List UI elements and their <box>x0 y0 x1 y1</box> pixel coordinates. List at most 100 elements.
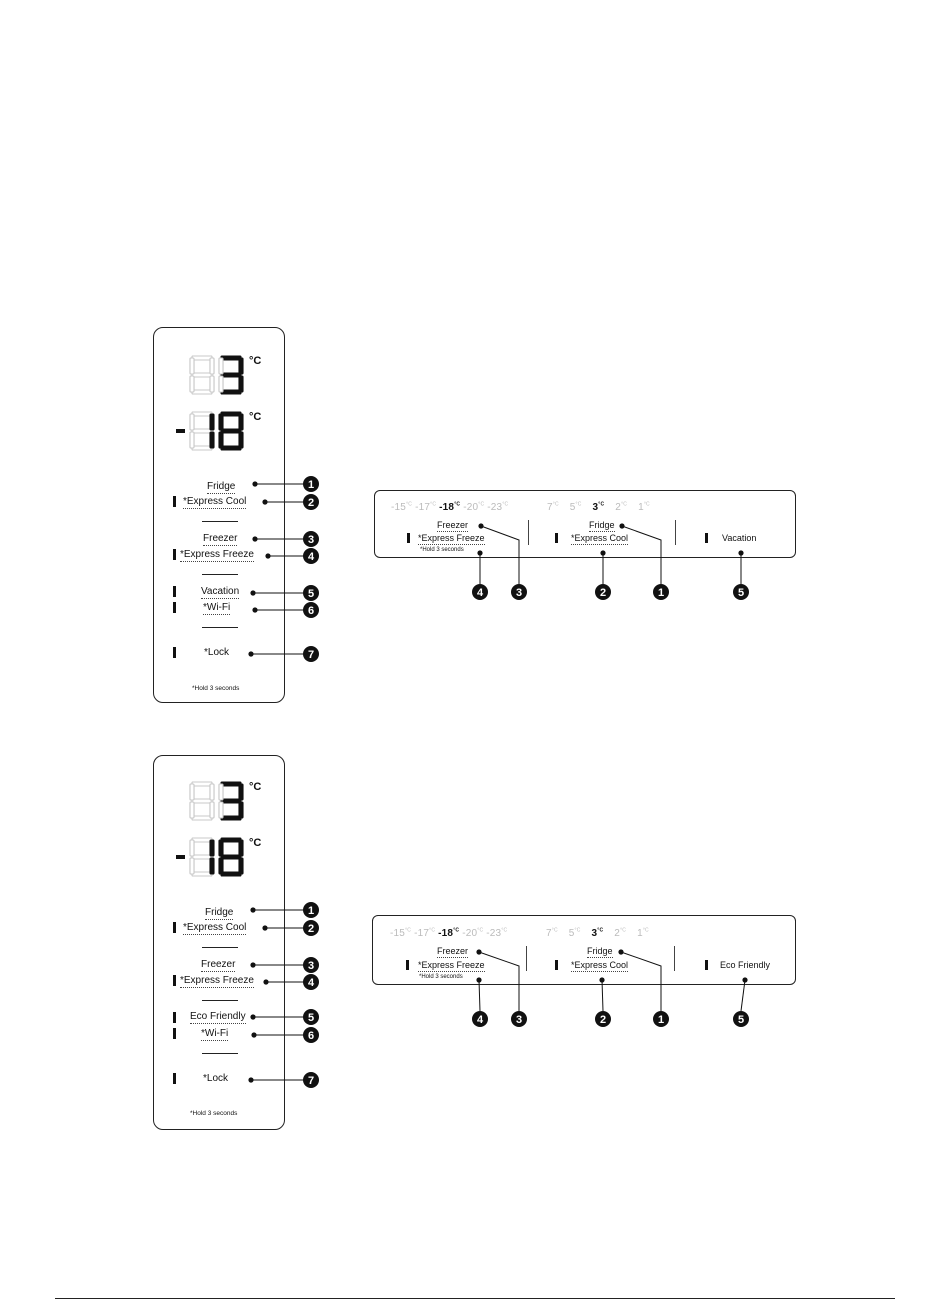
temp-option: 1°C <box>637 928 649 940</box>
temp-option: -23°C <box>486 928 508 940</box>
callout-3-number: 3 <box>308 960 314 972</box>
temp-option: -18°C <box>438 928 460 940</box>
callout-6-dot <box>251 1032 257 1038</box>
divider <box>202 1000 238 1001</box>
callout-5-number: 5 <box>308 588 314 600</box>
express-cool-indicator <box>173 922 176 933</box>
callout-4-dot <box>477 550 483 556</box>
temp-option: 5°C <box>568 928 581 940</box>
lock-indicator <box>173 1073 176 1084</box>
callout-1-number: 1 <box>658 1014 664 1026</box>
divider <box>202 1053 238 1054</box>
callout-3-dot <box>252 536 258 542</box>
temp-option: -17°C <box>415 502 437 514</box>
callout-5-dot <box>250 1014 256 1020</box>
callout-4-marker <box>303 548 319 564</box>
wifi-button-label[interactable]: *Wi-Fi <box>201 1028 229 1041</box>
callout-5-dot <box>738 550 744 556</box>
wifi-button-label[interactable]: *Wi-Fi <box>203 602 231 615</box>
callout-6-number: 6 <box>308 605 314 617</box>
express-cool-button-label[interactable]: *Express Cool <box>183 922 247 935</box>
callout-1-leader <box>620 951 662 1011</box>
express-freeze-button-label[interactable]: *Express Freeze <box>418 533 485 545</box>
callout-3-number: 3 <box>516 1014 522 1026</box>
hold-note: *Hold 3 seconds <box>192 685 240 692</box>
upper-digit-1 <box>189 781 215 821</box>
temp-option: -20°C <box>463 502 485 514</box>
callout-4-marker <box>472 1011 488 1027</box>
callout-7-dot <box>248 651 254 657</box>
eco-friendly-button-label[interactable]: Eco Friendly <box>720 960 771 970</box>
hold-note: *Hold 3 seconds <box>190 1110 238 1117</box>
fridge-button-label[interactable]: Fridge <box>207 481 236 494</box>
callout-4-dot <box>265 553 271 559</box>
callout-5-number: 5 <box>738 587 744 599</box>
callout-4-marker <box>472 584 488 600</box>
eco-friendly-button-label[interactable]: Eco Friendly <box>190 1011 246 1024</box>
callout-2-number: 2 <box>600 587 606 599</box>
callout-4-number: 4 <box>308 977 315 989</box>
callout-1-marker <box>303 902 319 918</box>
upper-temp-unit: °C <box>249 355 262 367</box>
callout-5-leader <box>740 979 746 1012</box>
callout-7-marker <box>303 646 319 662</box>
callout-3-number: 3 <box>308 534 314 546</box>
freezer-button-label[interactable]: Freezer <box>437 946 469 958</box>
fridge-button-label[interactable]: Fridge <box>589 520 615 532</box>
lock-button-label[interactable]: *Lock <box>203 1073 229 1084</box>
wifi-indicator <box>173 602 176 613</box>
callout-1-leader <box>621 525 662 584</box>
callout-4-number: 4 <box>308 551 315 563</box>
temp-option: -17°C <box>414 928 436 940</box>
callout-3-dot <box>250 962 256 968</box>
temp-option: -23°C <box>487 502 509 514</box>
temp-option: -15°C <box>391 502 413 514</box>
hold-note: *Hold 3 seconds <box>420 547 464 553</box>
callout-3-marker <box>511 584 527 600</box>
temp-option: 3°C <box>592 502 605 514</box>
temp-option: -15°C <box>390 928 412 940</box>
eco-friendly-indicator <box>705 960 708 970</box>
express-freeze-button-label[interactable]: *Express Freeze <box>418 960 485 972</box>
fridge-button-label[interactable]: Fridge <box>587 946 613 958</box>
fridge-button-label[interactable]: Fridge <box>205 907 234 920</box>
callout-3-marker <box>303 531 319 547</box>
express-cool-button-label[interactable]: *Express Cool <box>571 960 629 972</box>
callout-1-number: 1 <box>658 587 664 599</box>
callout-5-number: 5 <box>308 1012 314 1024</box>
wifi-indicator <box>173 1028 176 1039</box>
callout-2-marker <box>303 920 319 936</box>
callout-5-dot <box>250 590 256 596</box>
freezer-button-label[interactable]: Freezer <box>201 959 236 972</box>
vacation-indicator <box>173 586 176 597</box>
express-freeze-button-label[interactable]: *Express Freeze <box>180 549 254 562</box>
callout-1-dot <box>618 949 624 955</box>
callout-1-dot <box>250 907 256 913</box>
eco-friendly-indicator <box>173 1012 176 1023</box>
express-freeze-button-label[interactable]: *Express Freeze <box>180 975 254 988</box>
callout-2-leader <box>601 979 604 1012</box>
express-freeze-indicator <box>173 975 176 986</box>
callout-7-marker <box>303 1072 319 1088</box>
callout-3-leader <box>480 525 520 584</box>
temp-option: 2°C <box>614 928 627 940</box>
vacation-button-label[interactable]: Vacation <box>201 586 240 599</box>
lower-digit-2 <box>218 411 244 451</box>
callout-2-dot <box>600 550 606 556</box>
express-cool-button-label[interactable]: *Express Cool <box>183 496 247 509</box>
lower-digit-1 <box>189 837 215 877</box>
section-divider <box>526 946 527 971</box>
vacation-button-label[interactable]: Vacation <box>722 533 757 543</box>
upper-digit-1 <box>189 355 215 395</box>
freezer-button-label[interactable]: Freezer <box>437 520 469 532</box>
freezer-button-label[interactable]: Freezer <box>203 533 238 546</box>
express-cool-button-label[interactable]: *Express Cool <box>571 533 629 545</box>
lock-button-label[interactable]: *Lock <box>204 647 230 658</box>
lower-digit-2 <box>218 837 244 877</box>
express-freeze-indicator <box>407 533 410 543</box>
callout-4-dot <box>476 977 482 983</box>
vertical-control-panel-2 <box>153 755 285 1130</box>
